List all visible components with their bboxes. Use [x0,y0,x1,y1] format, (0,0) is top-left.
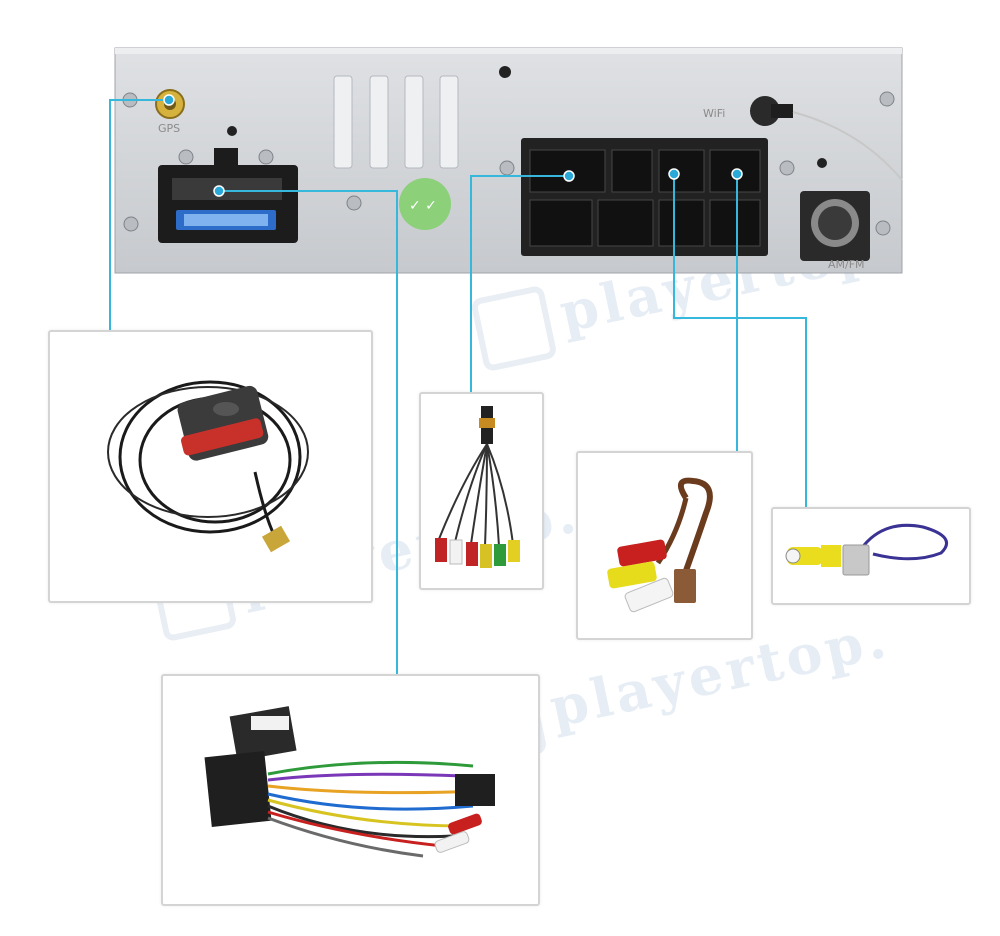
gps-port-label: GPS [158,122,180,135]
rca-cable-icon [607,477,713,613]
wiring-harness-icon [204,706,495,858]
svg-text:✓ ✓: ✓ ✓ [409,198,437,214]
main-power-harness-card [161,674,540,906]
gps-antenna-icon [107,380,309,553]
rca-audio-cable-card [576,451,753,640]
rca-video-output-cable-card [419,392,544,590]
rca-cable-icon [435,406,520,568]
gps-antenna-card [48,330,373,603]
wifi-label: WiFi [703,107,725,120]
camera-cable-icon [785,523,948,576]
camera-input-cable-card [771,507,971,605]
am-fm-label: AM/FM [828,258,865,271]
